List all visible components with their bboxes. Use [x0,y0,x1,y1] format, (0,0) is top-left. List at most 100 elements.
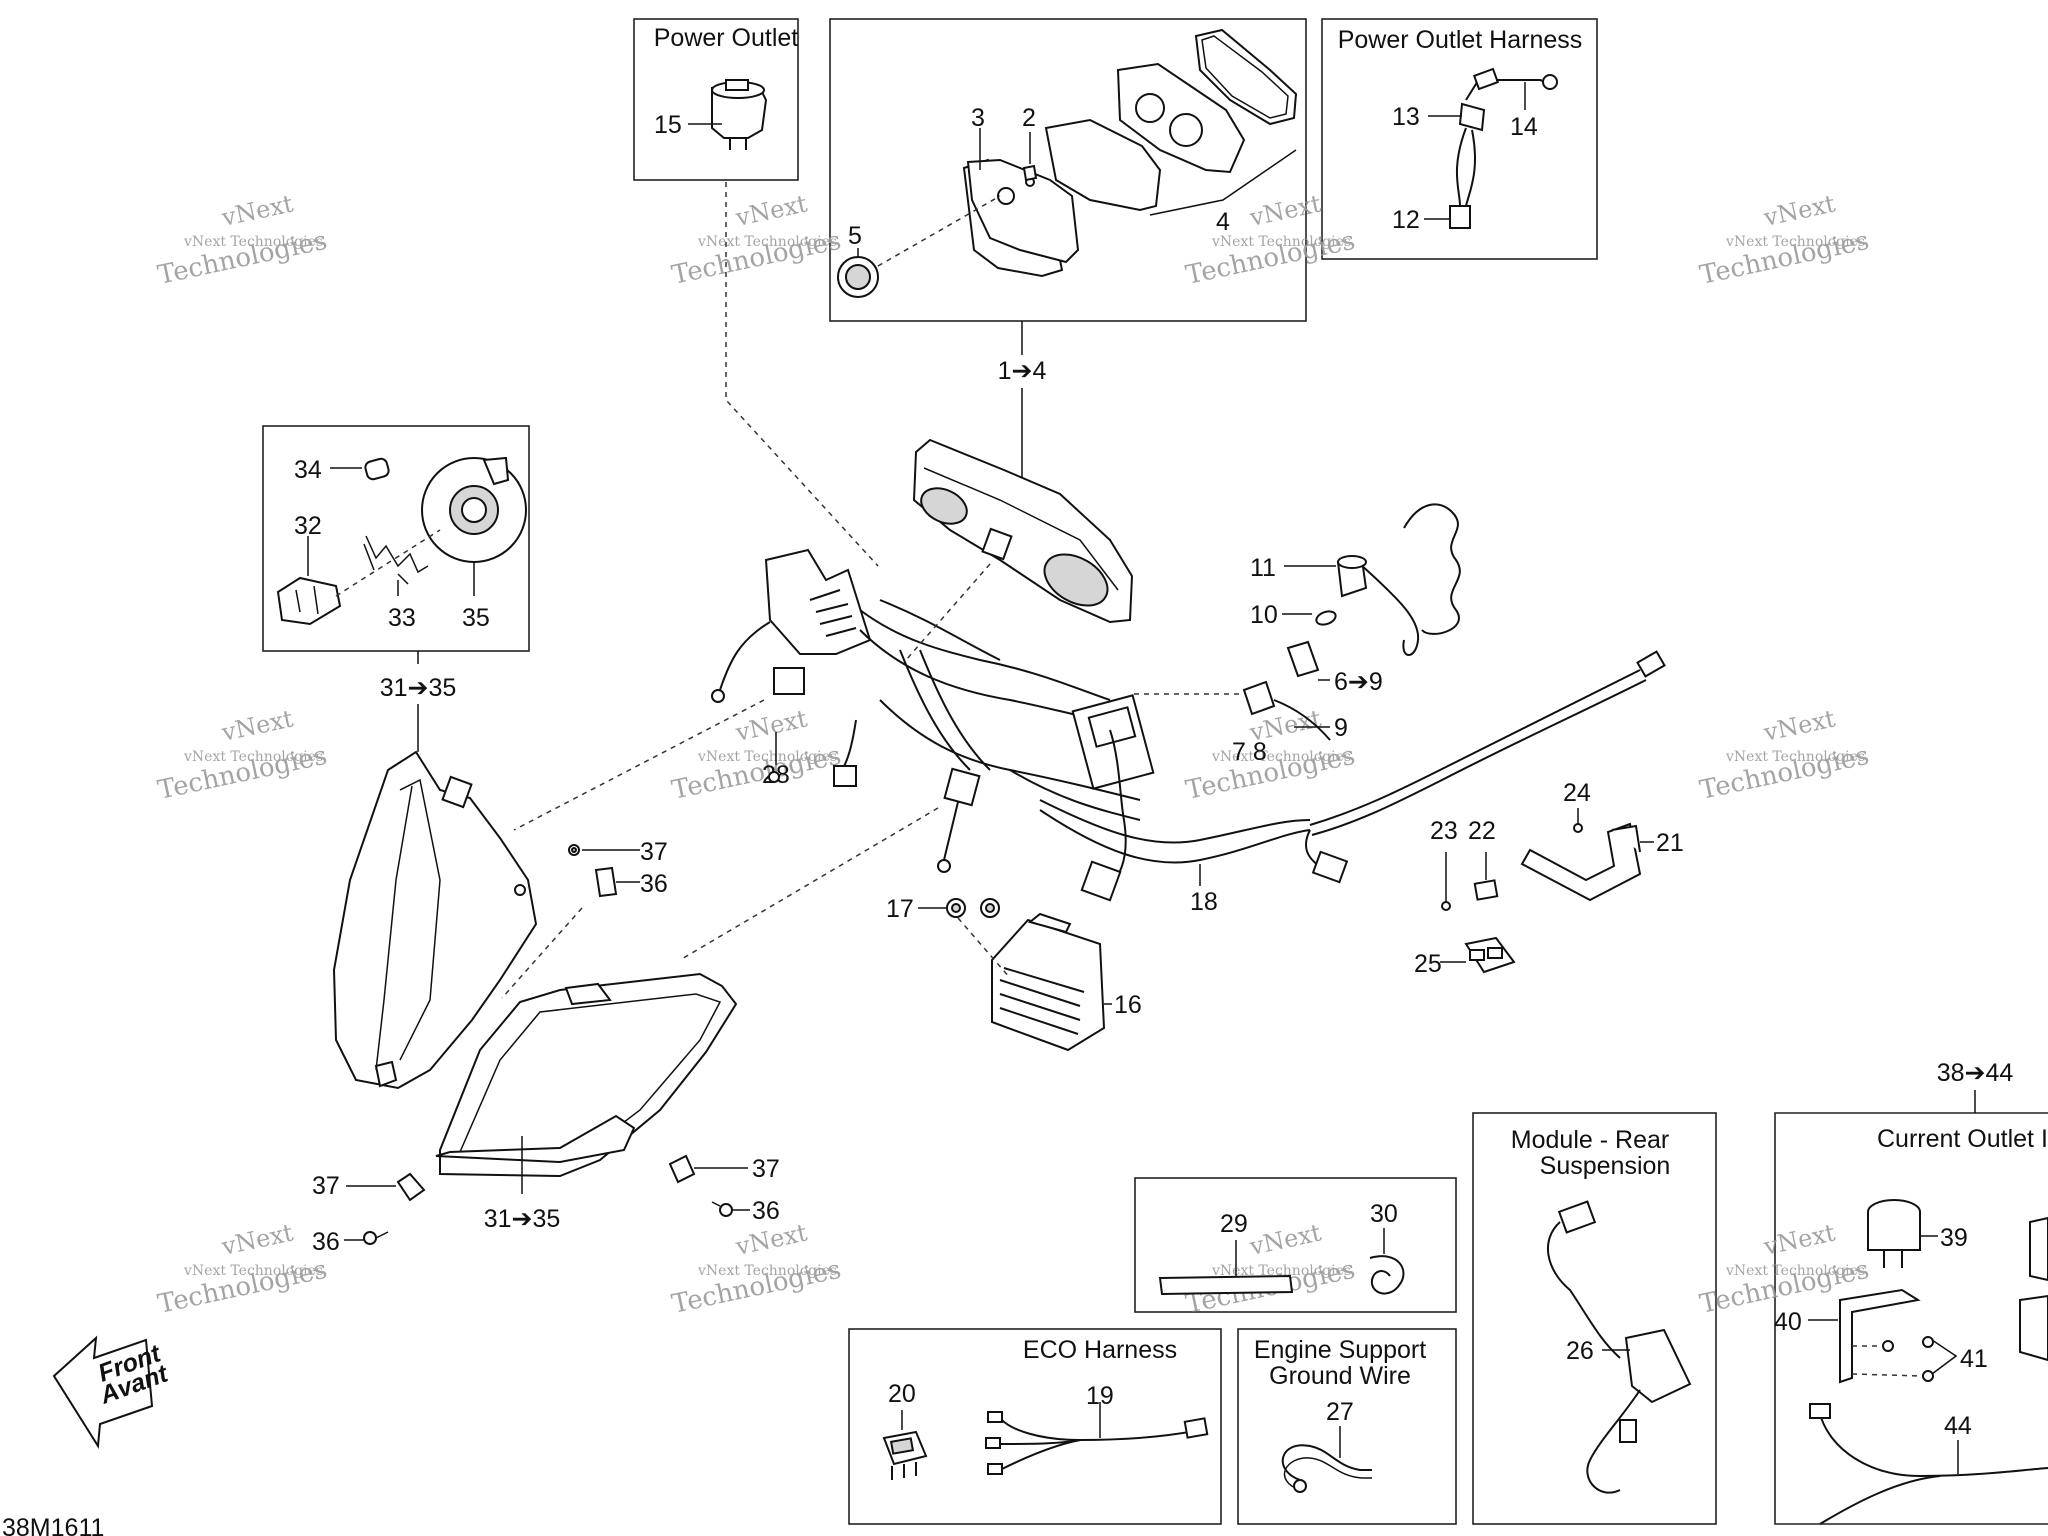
callout-36-left: 36 [312,1228,340,1256]
cluster-ref-label: 1➔4 [998,357,1047,385]
callout-10: 10 [1250,601,1278,629]
parts-29-30-box [1134,1177,1457,1313]
callout-9: 9 [1334,714,1348,742]
module-rear-suspension-part: 26 [1546,1200,1692,1494]
watermark-10: vNext Technologies vNext Technologies [669,1218,844,1319]
svg-text:vNext: vNext [1246,189,1324,232]
instrument-cluster [912,438,1134,624]
callout-40: 40 [1774,1308,1802,1336]
key-switch-tether: 11 10 6➔9 9 7 8 [1232,503,1461,766]
svg-text:vNext: vNext [1246,1218,1324,1261]
callout-30: 30 [1370,1200,1398,1228]
callout-18: 18 [1190,888,1218,916]
current-outlet-box: Current Outlet I [1774,1112,2048,1525]
callout-19: 19 [1086,1382,1114,1410]
module-rear-title-line2: Suspension [1540,1152,1671,1180]
callout-3: 3 [971,104,985,132]
watermark-2: vNext Technologies vNext Technologies [669,189,844,290]
callout-4: 4 [1216,208,1230,236]
engine-support-ground-wire-box: Engine Support Ground Wire [1237,1328,1457,1525]
callout-36-top: 36 [640,870,668,898]
power-outlet-part: 15 [654,79,768,150]
watermark-4: vNext Technologies vNext Technologies [1697,189,1872,290]
current-outlet-ref-label: 38➔44 [1937,1059,2014,1087]
callout-25: 25 [1414,950,1442,978]
headlight-upper [332,750,538,1090]
switch-group-ref: 6➔9 [1334,668,1383,696]
callout-16: 16 [1114,991,1142,1019]
module-rear-suspension-box: Module - Rear Suspension [1472,1112,1717,1525]
eco-harness-parts: 20 19 [882,1380,1209,1480]
watermark-5: vNext Technologies vNext Technologies [155,704,330,805]
figure-code: 38M1611 [2,1514,104,1536]
callout-27: 27 [1326,1398,1354,1426]
callout-24: 24 [1563,779,1591,807]
current-outlet-parts: 39 40 41 44 [1774,1199,2048,1525]
callout-26: 26 [1566,1337,1594,1365]
callout-29: 29 [1220,1210,1248,1238]
callout-20: 20 [888,1380,916,1408]
connector-7-8-label: 7 8 [1232,738,1267,766]
svg-text:vNext: vNext [218,704,296,747]
callout-23: 23 [1430,817,1458,845]
callout-5: 5 [848,222,862,250]
watermark-3: vNext Technologies vNext Technologies [1183,189,1358,290]
callout-33: 33 [388,604,416,632]
current-outlet-title: Current Outlet I [1877,1125,2048,1153]
watermark-9: vNext Technologies vNext Technologies [155,1218,330,1319]
callout-39: 39 [1940,1224,1968,1252]
headlight-lower-ref-label: 31➔35 [484,1205,561,1233]
engine-support-ground-wire-part: 27 [1281,1398,1372,1493]
power-outlet-harness-title: Power Outlet Harness [1338,26,1583,54]
headlight-upper-ref: 31➔35 [380,651,457,752]
svg-text:vNext Technologies: vNext Technologies [697,234,837,250]
callout-12: 12 [1392,206,1420,234]
svg-text:vNext: vNext [1760,189,1838,232]
svg-text:vNext Technologies: vNext Technologies [1211,234,1351,250]
callout-32: 32 [294,512,322,540]
callout-21: 21 [1656,829,1684,857]
dashed-guides [501,182,1244,999]
watermark-6: vNext Technologies vNext Technologies [669,704,844,805]
svg-text:vNext Technologies: vNext Technologies [183,749,323,765]
svg-text:vNext Technologies: vNext Technologies [697,749,837,765]
svg-text:vNext Technologies: vNext Technologies [183,1263,323,1279]
callout-14: 14 [1510,113,1538,141]
svg-text:vNext Technologies: vNext Technologies [1725,749,1865,765]
fasteners: 37 36 37 36 37 36 [312,838,780,1256]
watermark-8: vNext Technologies vNext Technologies [1697,704,1872,805]
svg-text:vNext Technologies: vNext Technologies [183,234,323,250]
callout-37-top: 37 [640,838,668,866]
svg-text:vNext: vNext [1760,1218,1838,1261]
svg-text:vNext Technologies: vNext Technologies [1211,1263,1351,1279]
callout-17: 17 [886,895,914,923]
power-outlet-harness-part: 13 14 12 [1392,67,1558,234]
watermark-11: vNext Technologies vNext Technologies [1183,1218,1358,1319]
power-outlet-box: Power Outlet [633,18,799,181]
callout-15: 15 [654,111,682,139]
power-outlet-harness-box: Power Outlet Harness [1321,18,1598,260]
module-rear-title-line1: Module - Rear [1511,1126,1669,1154]
svg-text:vNext Technologies: vNext Technologies [1211,749,1351,765]
eco-harness-title: ECO Harness [1023,1336,1177,1364]
callout-44: 44 [1944,1412,1972,1440]
callout-2: 2 [1022,104,1036,132]
callout-37-left: 37 [312,1172,340,1200]
main-wiring-harness: 18 28 [711,548,1666,916]
cluster-detail-box [829,18,1307,322]
watermark-7: vNext Technologies vNext Technologies [1183,704,1358,805]
voltage-regulator: 16 17 [886,895,1142,1052]
watermarks: vNext Technologies vNext Technologies vN… [155,189,1872,1319]
headlight-bulb-parts: 34 35 33 32 [276,456,527,632]
svg-text:vNext: vNext [1760,704,1838,747]
callout-11: 11 [1250,554,1276,582]
svg-text:vNext: vNext [732,189,810,232]
current-outlet-ref: 38➔44 [1937,1059,2014,1113]
engine-support-title-line2: Ground Wire [1269,1362,1411,1390]
svg-text:vNext Technologies: vNext Technologies [1725,1263,1865,1279]
svg-text:vNext: vNext [218,1218,296,1261]
parts-29-30: 29 30 [1158,1200,1405,1296]
headlight-upper-ref-label: 31➔35 [380,674,457,702]
bracket-assembly: 24 21 22 23 25 [1414,779,1684,978]
front-direction-arrow-icon: Front Avant [52,1335,173,1450]
